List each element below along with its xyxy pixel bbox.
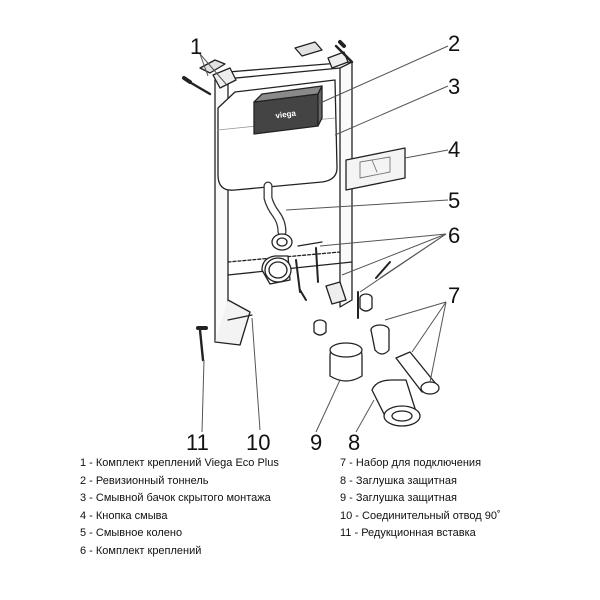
parts-legend: 1 - Комплект креплений Viega Eco Plus 2 …: [0, 455, 600, 595]
revision-tunnel: viega: [253, 85, 323, 135]
installation-diagram: viega: [182, 40, 449, 433]
legend-item: 3 - Смывной бачок скрытого монтажа: [80, 492, 271, 504]
viega-logo: viega: [275, 109, 297, 121]
connection-plugs: [313, 293, 390, 355]
legend-item: 10 - Соединительный отвод 90˚: [340, 509, 501, 522]
callout-5: 5: [448, 188, 461, 213]
legend-column-left: 1 - Комплект креплений Viega Eco Plus 2 …: [80, 455, 279, 560]
wall-bolts: [182, 40, 354, 362]
callout-10: 10: [246, 430, 271, 455]
callout-8: 8: [348, 430, 361, 455]
flush-bend: [263, 181, 293, 251]
legend-item: 2 - Ревизионный тоннель: [80, 474, 209, 487]
leader-lines: [199, 45, 449, 433]
callout-11: 11: [186, 430, 209, 455]
callout-4: 4: [448, 137, 461, 162]
legend-item: 7 - Набор для подключения: [340, 457, 482, 469]
flush-plate: [345, 147, 406, 191]
fixing-studs: [295, 241, 391, 319]
legend-item: 6 - Комплект креплений: [80, 544, 202, 557]
legend-item: 5 - Смывное колено: [80, 527, 183, 539]
callout-2: 2: [448, 31, 461, 56]
legend-column-right: 7 - Набор для подключения 8 - Заглушка з…: [340, 455, 501, 543]
legend-item: 9 - Заглушка защитная: [340, 492, 457, 504]
callout-1: 1: [190, 34, 203, 59]
protective-cap-8: [371, 379, 421, 427]
callout-9: 9: [310, 430, 323, 455]
legend-item: 1 - Комплект креплений Viega Eco Plus: [80, 457, 279, 469]
top-brackets: [199, 41, 349, 89]
callout-7: 7: [448, 283, 461, 308]
callout-3: 3: [448, 74, 461, 99]
connection-pipe: [395, 351, 440, 395]
protective-cap-9: [329, 342, 363, 382]
callout-6: 6: [448, 223, 461, 248]
legend-item: 8 - Заглушка защитная: [340, 474, 457, 487]
legend-item: 4 - Кнопка смыва: [80, 509, 168, 522]
connection-bend-90: [261, 255, 292, 285]
legend-item: 11 - Редукционная вставка: [340, 527, 476, 539]
